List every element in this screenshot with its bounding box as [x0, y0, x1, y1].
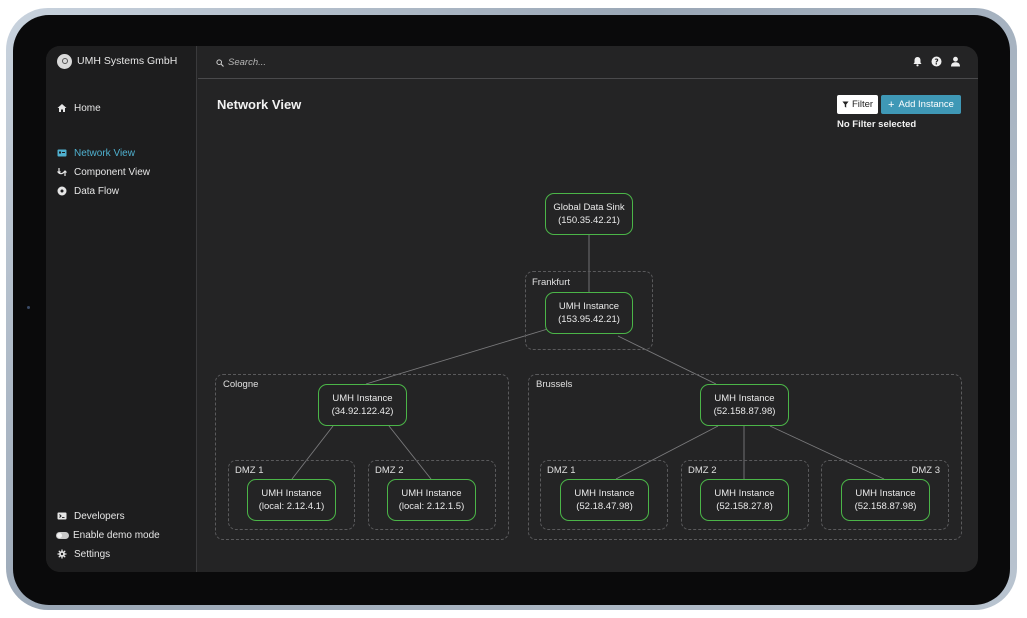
node-ip: (52.18.47.98)	[576, 501, 633, 512]
toggle-icon[interactable]	[56, 531, 69, 539]
plus-icon: +	[888, 98, 895, 111]
search-icon	[216, 58, 224, 67]
node-cologne-dmz1[interactable]: UMH Instance (local: 2.12.4.1)	[247, 479, 336, 521]
node-title: UMH Instance	[855, 488, 916, 499]
add-instance-label: Add Instance	[898, 99, 954, 110]
group-label: Frankfurt	[532, 277, 571, 288]
node-cologne[interactable]: UMH Instance (34.92.122.42)	[318, 384, 407, 426]
group-label: Brussels	[536, 379, 573, 390]
group-label: DMZ 1	[235, 465, 264, 476]
top-icons: ?	[912, 56, 961, 67]
group-cologne-dmz1: DMZ 1	[228, 460, 355, 530]
node-ip: (150.35.42.21)	[558, 215, 620, 226]
node-title: UMH Instance	[261, 488, 322, 499]
brand-logo-icon	[57, 53, 72, 69]
developers-icon	[57, 511, 67, 521]
filter-icon	[842, 101, 849, 108]
node-ip: (153.95.42.21)	[558, 314, 620, 325]
sidebar-item-label: Data Flow	[74, 185, 120, 197]
group-brussels-dmz3: DMZ 3	[821, 460, 949, 530]
svg-text:?: ?	[934, 57, 938, 66]
node-cologne-dmz2[interactable]: UMH Instance (local: 2.12.1.5)	[387, 479, 476, 521]
demo-mode-toggle[interactable]: Enable demo mode	[56, 528, 160, 542]
dataflow-icon	[57, 186, 67, 196]
node-ip: (52.158.27.8)	[716, 501, 773, 512]
node-ip: (34.92.122.42)	[331, 406, 394, 417]
group-cologne: Cologne	[215, 374, 509, 540]
group-label: DMZ 2	[688, 465, 717, 476]
node-brussels-dmz2[interactable]: UMH Instance (52.158.27.8)	[700, 479, 789, 521]
group-frankfurt: Frankfurt	[525, 271, 653, 350]
node-title: UMH Instance	[332, 393, 393, 404]
search-input[interactable]	[228, 57, 428, 68]
sidebar-item-label: Network View	[74, 147, 135, 159]
node-title: UMH Instance	[714, 488, 775, 499]
sidebar-item-component-view[interactable]: Component View	[57, 165, 150, 179]
node-title: Global Data Sink	[553, 202, 625, 213]
sidebar-item-home[interactable]: Home	[57, 101, 101, 115]
node-brussels[interactable]: UMH Instance (52.158.87.98)	[700, 384, 789, 426]
sidebar-item-label: Enable demo mode	[73, 529, 160, 541]
user-icon[interactable]	[950, 56, 961, 67]
node-title: UMH Instance	[714, 393, 775, 404]
sidebar-item-network-view[interactable]: Network View	[57, 146, 135, 160]
component-icon	[57, 167, 67, 177]
group-cologne-dmz2: DMZ 2	[368, 460, 496, 530]
filter-button[interactable]: Filter	[837, 95, 878, 114]
node-ip: (local: 2.12.1.5)	[398, 501, 465, 512]
gear-icon	[57, 549, 67, 559]
node-ip: (local: 2.12.4.1)	[258, 501, 325, 512]
camera-dot	[27, 306, 30, 309]
node-brussels-dmz1[interactable]: UMH Instance (52.18.47.98)	[560, 479, 649, 521]
sidebar-item-label: Settings	[74, 548, 111, 560]
node-brussels-dmz3[interactable]: UMH Instance (52.158.87.98)	[841, 479, 930, 521]
node-title: UMH Instance	[401, 488, 462, 499]
search-bar	[216, 57, 428, 68]
app-screen: UMH Systems GmbH Home Network View Compo…	[46, 46, 978, 572]
add-instance-button[interactable]: + Add Instance	[881, 95, 961, 114]
group-brussels: Brussels	[528, 374, 962, 540]
sidebar-item-label: Developers	[74, 510, 125, 522]
node-global-data-sink[interactable]: Global Data Sink (150.35.42.21)	[545, 193, 633, 235]
group-label: DMZ 3	[911, 465, 941, 476]
page-title: Network View	[217, 97, 302, 112]
brand-name: UMH Systems GmbH	[77, 55, 178, 67]
group-brussels-dmz1: DMZ 1	[540, 460, 668, 530]
sidebar: UMH Systems GmbH Home Network View Compo…	[46, 46, 197, 572]
node-ip: (52.158.87.98)	[713, 406, 776, 417]
brand[interactable]: UMH Systems GmbH	[57, 53, 177, 69]
network-icon	[57, 148, 67, 158]
sidebar-item-data-flow[interactable]: Data Flow	[57, 184, 119, 198]
top-bar: ?	[198, 46, 978, 79]
sidebar-item-settings[interactable]: Settings	[57, 547, 110, 561]
node-title: UMH Instance	[558, 301, 620, 312]
node-frankfurt[interactable]: UMH Instance (153.95.42.21)	[545, 292, 633, 334]
node-ip: (52.158.87.98)	[854, 501, 917, 512]
filter-button-label: Filter	[851, 99, 874, 110]
help-icon[interactable]: ?	[931, 56, 942, 67]
group-brussels-dmz2: DMZ 2	[681, 460, 809, 530]
filter-status: No Filter selected	[837, 119, 917, 130]
node-title: UMH Instance	[574, 488, 635, 499]
bell-icon[interactable]	[912, 56, 923, 67]
group-label: DMZ 1	[547, 465, 576, 476]
sidebar-item-developers[interactable]: Developers	[57, 509, 125, 523]
group-label: Cologne	[223, 379, 259, 390]
sidebar-item-label: Component View	[74, 166, 150, 178]
home-icon	[57, 103, 67, 113]
group-label: DMZ 2	[375, 465, 404, 476]
sidebar-item-label: Home	[74, 102, 101, 114]
